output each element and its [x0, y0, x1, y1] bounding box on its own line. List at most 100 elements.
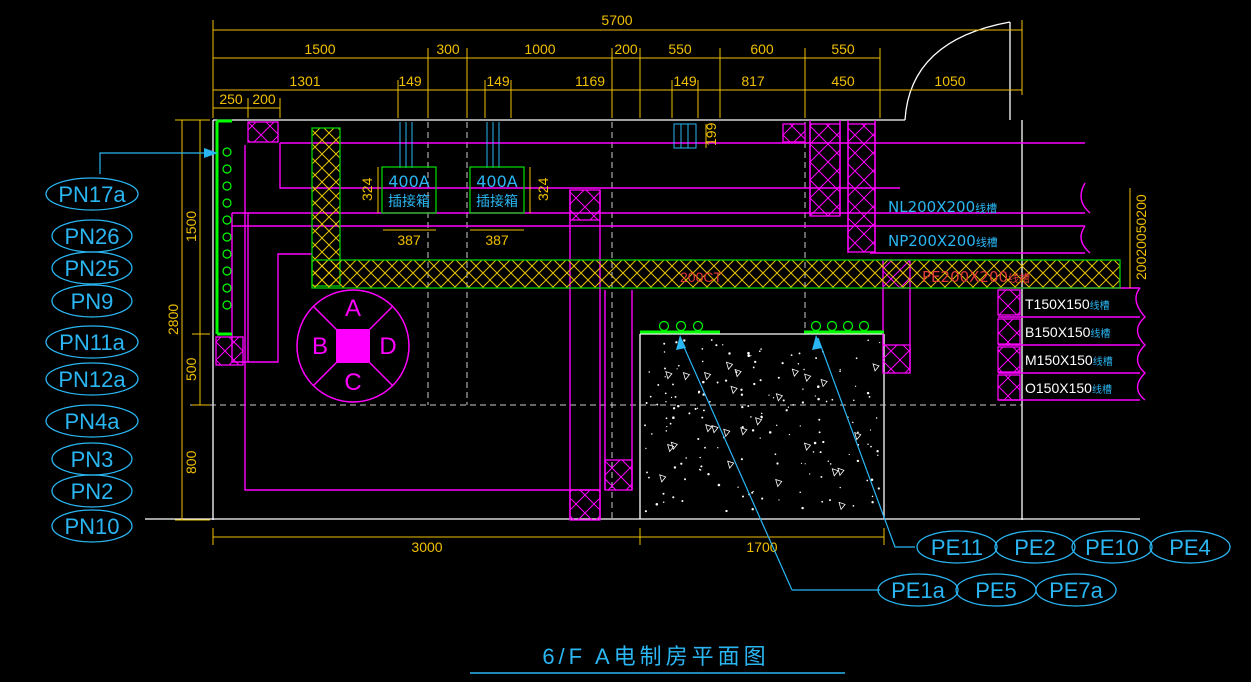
dim-right-stack: 20020050200 — [1133, 194, 1149, 280]
leader-arrows — [204, 148, 822, 350]
pn-tag: PN10 — [51, 509, 133, 543]
dim-mid-6: 817 — [741, 73, 765, 89]
pe-terminal — [810, 320, 822, 332]
pe-tag-label: PE11 — [931, 535, 983, 560]
small-tray-label-b: B150X150线槽 — [1025, 324, 1110, 340]
pe-tag-label: PE4 — [1169, 535, 1211, 560]
pn-tag: PN25 — [51, 251, 133, 285]
pe-cable-tray — [311, 127, 1121, 289]
busbar-terminal — [222, 164, 232, 174]
dim-left-2: 2800 — [165, 304, 181, 335]
busbar-terminal — [222, 300, 232, 310]
pe-tag: PE1a — [877, 573, 959, 607]
busbar-terminal — [222, 181, 232, 191]
dim-top-1: 1500 — [304, 41, 335, 57]
dim-mid-5: 149 — [673, 73, 697, 89]
plugin-box-1-rating: 400A — [388, 172, 430, 191]
room-walls — [145, 21, 1140, 520]
pe-terminal — [675, 320, 687, 332]
pe-terminal — [858, 320, 870, 332]
busbar-terminal — [222, 283, 232, 293]
dim-mid-1: 1301 — [289, 73, 320, 89]
pe-tag-label: PE5 — [975, 578, 1017, 603]
pn-tag: PN11a — [45, 325, 139, 359]
busbar-terminal — [222, 215, 232, 225]
dim-mid-4: 1169 — [575, 73, 605, 89]
dim-left-3: 500 — [183, 357, 199, 381]
dim-top-4: 200 — [614, 41, 638, 57]
pn-tag-label: PN11a — [59, 330, 125, 355]
plugin-box-1: 400A 插接箱 — [381, 122, 437, 214]
pe-tag: PE10 — [1071, 530, 1153, 564]
pe-terminal — [842, 320, 854, 332]
pn-tag-label: PN10 — [64, 514, 119, 539]
dim-mid-2: 149 — [398, 73, 422, 89]
dim-bottom-2: 1700 — [746, 539, 777, 555]
dim-top-3: 1000 — [524, 41, 555, 57]
tray-label-nl: NL200X200线槽 — [888, 198, 997, 216]
dim-box-1-width: 387 — [397, 232, 421, 248]
compass-label-c: C — [344, 369, 361, 396]
dim-top-6: 600 — [750, 41, 774, 57]
pn-tag-label: PN17a — [58, 182, 126, 207]
compass-label-d: D — [379, 333, 396, 360]
busbar-terminal — [222, 249, 232, 259]
pe-tag-label: PE10 — [1085, 535, 1139, 560]
dim-left-1: 1500 — [183, 211, 199, 242]
pe-tag: PE2 — [994, 530, 1076, 564]
dim-riser: 199 — [703, 122, 719, 146]
leader-lines — [99, 152, 915, 591]
dim-left-4: 800 — [183, 450, 199, 474]
pn-tag-label: PN2 — [71, 479, 114, 504]
dim-box-2-height: 324 — [535, 177, 551, 201]
pn-tag-label: PN25 — [64, 256, 119, 281]
pe-tag: PE4 — [1149, 530, 1231, 564]
conduit-boxes — [215, 121, 1021, 521]
busbar-terminal — [222, 198, 232, 208]
dim-mid-3: 149 — [486, 73, 510, 89]
dim-box-1-height: 324 — [359, 177, 375, 201]
pn-tag: PN4a — [45, 404, 139, 438]
riser-label: 200CT — [680, 269, 722, 285]
pn-tag: PN2 — [51, 474, 133, 508]
dim-small-1: 250 — [219, 91, 243, 107]
pn-tag-label: PN4a — [64, 409, 120, 434]
pe-tag-label: PE7a — [1049, 578, 1104, 603]
conduit-lines — [231, 120, 1147, 520]
pn-tag: PN12a — [45, 362, 139, 396]
plugin-box-2-rating: 400A — [476, 172, 518, 191]
dim-overall: 5700 — [601, 12, 632, 28]
dim-box-2-width: 387 — [485, 232, 509, 248]
pe-tag: PE5 — [955, 573, 1037, 607]
pe-terminal — [826, 320, 838, 332]
tray-label-np: NP200X200线槽 — [888, 232, 998, 250]
small-tray-label-t: T150X150线槽 — [1025, 296, 1110, 312]
plugin-box-2: 400A 插接箱 — [469, 122, 525, 214]
pe-tag-label: PE1a — [891, 578, 946, 603]
pn-tag-label: PN26 — [64, 224, 119, 249]
pn-tag: PN17a — [45, 177, 139, 211]
busbar-terminal — [222, 147, 232, 157]
busbar-terminal — [222, 232, 232, 242]
dim-top-7: 550 — [831, 41, 855, 57]
dim-bottom-1: 3000 — [411, 539, 442, 555]
pe-terminal — [658, 320, 670, 332]
pe-tag: PE11 — [916, 530, 998, 564]
small-tray-label-o: O150X150线槽 — [1025, 380, 1112, 396]
drawing-title: 6/F A电制房平面图 — [542, 644, 769, 669]
dim-top-5: 550 — [668, 41, 692, 57]
pe-tag-label: PE2 — [1014, 535, 1056, 560]
small-tray-label-m: M150X150线槽 — [1025, 352, 1113, 368]
dim-mid-7: 450 — [831, 73, 855, 89]
pn-tag: PN26 — [51, 219, 133, 253]
bus-bars — [215, 119, 884, 336]
pn-tag-label: PN12a — [58, 367, 126, 392]
pn-tag: PN3 — [51, 442, 133, 476]
pe-tag: PE7a — [1035, 573, 1117, 607]
tray-label-pe: PE200X200线槽 — [922, 268, 1030, 286]
pn-tag-label: PN3 — [71, 447, 114, 472]
pn-tag: PN9 — [51, 284, 133, 318]
small-riser — [673, 123, 697, 149]
